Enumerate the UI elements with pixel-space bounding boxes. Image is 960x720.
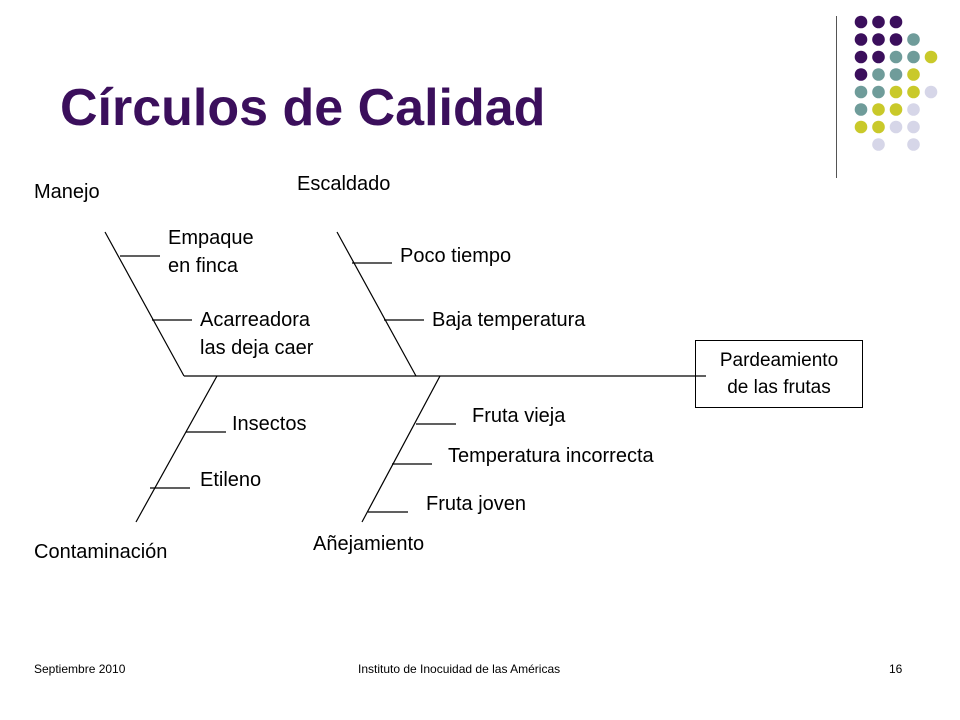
decorative-dot bbox=[872, 15, 885, 29]
cause-baja-temperatura: Baja temperatura bbox=[432, 309, 586, 331]
decorative-dot bbox=[889, 85, 903, 99]
cause-fruta-vieja: Fruta vieja bbox=[472, 405, 566, 427]
decorative-dot bbox=[889, 68, 903, 81]
decorative-dot bbox=[854, 103, 868, 116]
decorative-dot bbox=[872, 50, 885, 64]
decorative-dot bbox=[854, 50, 868, 64]
category-manejo: Manejo bbox=[34, 181, 100, 203]
decorative-dot bbox=[889, 15, 903, 29]
cause-fruta-joven: Fruta joven bbox=[426, 493, 527, 515]
decorative-dot bbox=[907, 120, 920, 134]
cause-acarreadora: Acarreadora bbox=[200, 309, 311, 331]
footer-page-number: 16 bbox=[889, 662, 903, 676]
bone-escaldado bbox=[336, 231, 417, 377]
decorative-dot bbox=[872, 138, 885, 151]
decorative-dot bbox=[872, 120, 885, 134]
cause-temperatura-incorrecta: Temperatura incorrecta bbox=[448, 445, 654, 467]
decorative-divider bbox=[836, 16, 837, 178]
bone-contaminacion bbox=[135, 375, 218, 523]
decorative-dot bbox=[872, 85, 885, 99]
decorative-dot bbox=[854, 33, 868, 46]
decorative-dot bbox=[907, 103, 920, 116]
decorative-dot bbox=[854, 85, 868, 99]
decorative-dot bbox=[872, 33, 885, 46]
footer-institution: Instituto de Inocuidad de las Américas bbox=[358, 662, 561, 676]
decorative-dot bbox=[924, 85, 938, 99]
category-anejamiento: Añejamiento bbox=[313, 533, 425, 555]
decorative-dot bbox=[889, 50, 903, 64]
decorative-dot bbox=[854, 15, 868, 29]
decorative-dot-grid bbox=[854, 15, 938, 151]
decorative-dot bbox=[889, 120, 903, 134]
category-escaldado: Escaldado bbox=[297, 173, 391, 195]
decorative-dot bbox=[924, 50, 938, 64]
cause-empaque: Empaque bbox=[168, 227, 254, 249]
slide-title: Círculos de Calidad bbox=[60, 79, 546, 137]
cause-etileno: Etileno bbox=[200, 469, 262, 491]
cause-insectos: Insectos bbox=[232, 413, 307, 435]
decorative-dot bbox=[872, 103, 885, 116]
cause-las-deja-caer: las deja caer bbox=[200, 337, 314, 359]
decorative-dot bbox=[872, 68, 885, 81]
decorative-dot bbox=[907, 33, 920, 46]
footer-date: Septiembre 2010 bbox=[34, 662, 126, 676]
decorative-dot bbox=[907, 50, 920, 64]
decorative-dot bbox=[854, 68, 868, 81]
cause-poco-tiempo: Poco tiempo bbox=[400, 245, 512, 267]
decorative-dot bbox=[889, 33, 903, 46]
decorative-dot bbox=[907, 68, 920, 81]
decorative-dot bbox=[854, 120, 868, 134]
bone-manejo bbox=[104, 231, 185, 377]
decorative-dot bbox=[907, 85, 920, 99]
bone-anejamiento bbox=[361, 375, 441, 523]
category-contaminacion: Contaminación bbox=[34, 541, 168, 563]
effect-box: Pardeamiento de las frutas bbox=[695, 340, 863, 408]
cause-en-finca: en finca bbox=[168, 255, 239, 277]
decorative-dot bbox=[889, 103, 903, 116]
decorative-dot bbox=[907, 138, 920, 151]
